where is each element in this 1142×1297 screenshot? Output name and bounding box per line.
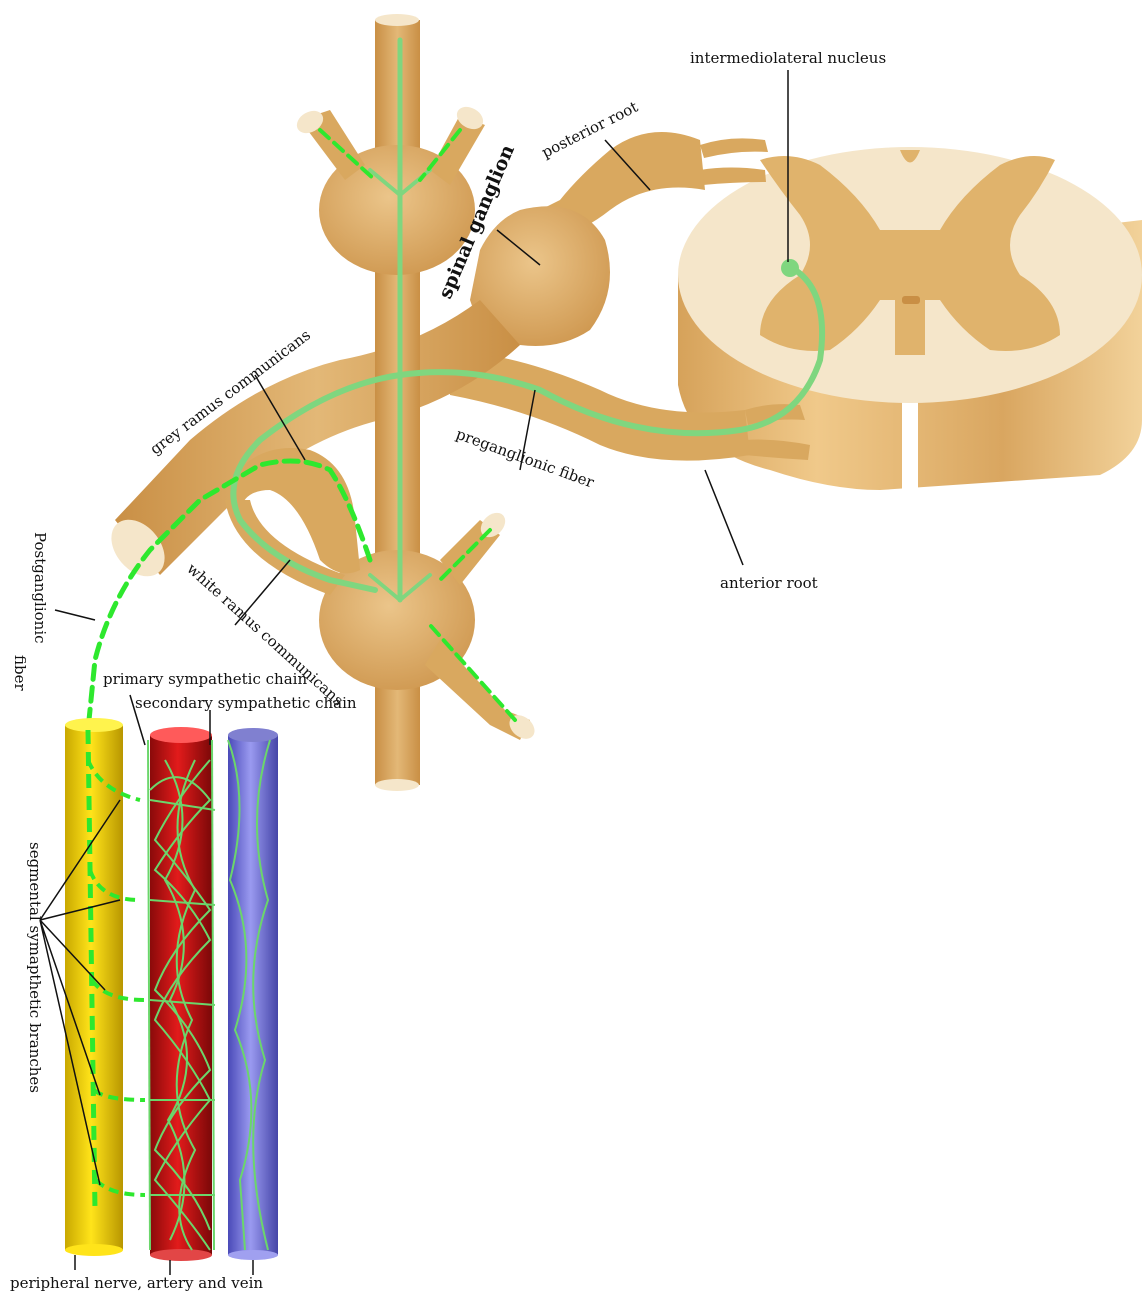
vessel-bundle xyxy=(65,718,278,1261)
label-anterior-root: anterior root xyxy=(720,574,818,592)
label-postganglionic-line2: fiber xyxy=(11,655,29,691)
label-postganglionic-line1: Postganglionic xyxy=(31,532,49,644)
label-primary-sympathetic-chain: primary sympathetic chain xyxy=(103,670,307,688)
label-preganglionic-fiber: preganglionic fiber xyxy=(454,425,598,492)
label-segmental-branches: segmental symapthetic branches xyxy=(26,842,44,1093)
label-intermediolateral-nucleus: intermediolateral nucleus xyxy=(690,49,886,67)
label-secondary-sympathetic-chain: secondary sympathetic chain xyxy=(135,694,357,712)
label-peripheral-nerve-artery-vein: peripheral nerve, artery and vein xyxy=(10,1274,263,1292)
intermediolateral-nucleus xyxy=(781,259,799,277)
